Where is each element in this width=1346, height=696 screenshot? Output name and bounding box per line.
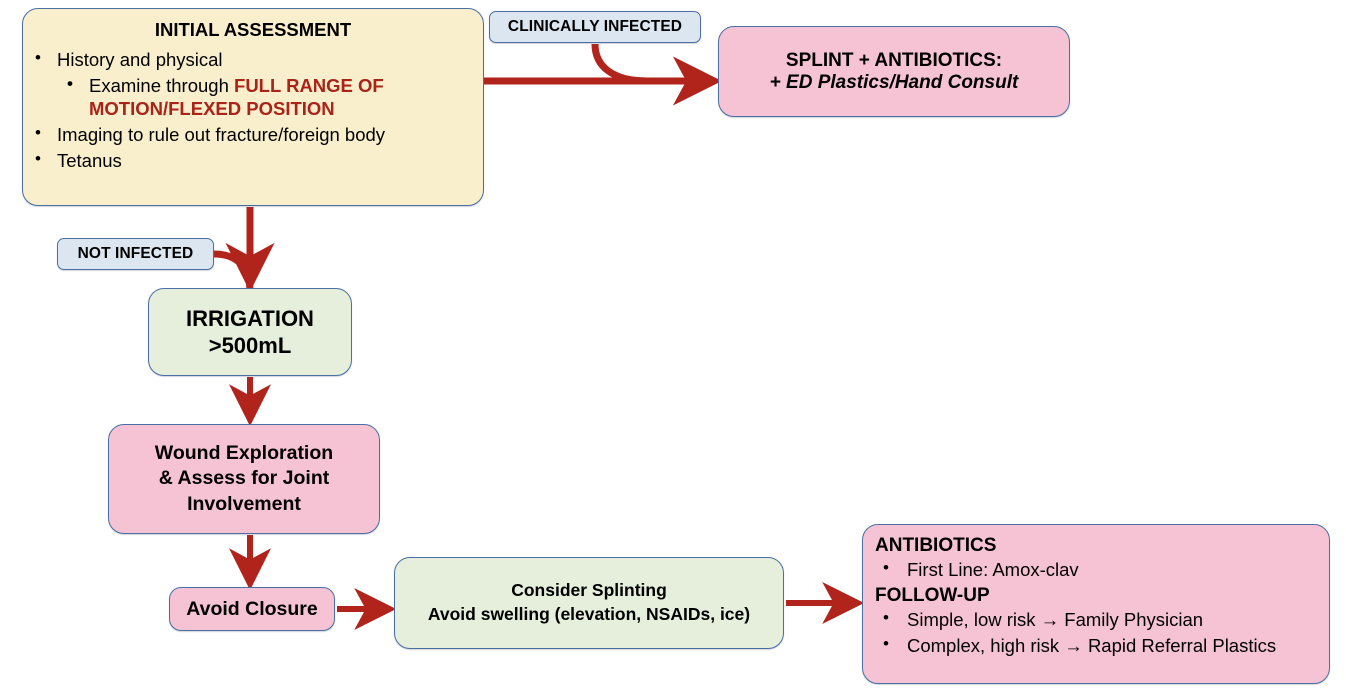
badge-clinically-infected: CLINICALLY INFECTED bbox=[489, 11, 701, 43]
badge-not-infected: NOT INFECTED bbox=[57, 238, 214, 270]
curve-not-infected bbox=[213, 250, 254, 293]
wound-line-1: Wound Exploration bbox=[154, 441, 334, 464]
wound-line-3: Involvement bbox=[187, 492, 301, 515]
antibiotics-section-title: ANTIBIOTICS bbox=[875, 535, 997, 556]
bullet-first-line-amox-clav: First Line: Amox-clav bbox=[863, 557, 1329, 582]
node-splint-antibiotics: SPLINT + ANTIBIOTICS: + ED Plastics/Hand… bbox=[718, 26, 1070, 117]
node-antibiotics-followup: ANTIBIOTICS First Line: Amox-clav FOLLOW… bbox=[862, 524, 1330, 684]
splint-line-1: SPLINT + ANTIBIOTICS: bbox=[785, 49, 1003, 71]
splint-line-2: + ED Plastics/Hand Consult bbox=[769, 71, 1019, 93]
node-irrigation: IRRIGATION >500mL bbox=[148, 288, 352, 376]
irrigation-line-2: >500mL bbox=[208, 333, 292, 358]
followup-section-title: FOLLOW-UP bbox=[875, 584, 990, 606]
splinting-line-1: Consider Splinting bbox=[511, 580, 667, 601]
bullet-history-physical: History and physical bbox=[23, 47, 483, 72]
initial-assessment-bullets: History and physical Examine through FUL… bbox=[23, 47, 483, 174]
node-consider-splinting: Consider Splinting Avoid swelling (eleva… bbox=[394, 557, 784, 649]
irrigation-line-1: IRRIGATION bbox=[186, 305, 314, 331]
examine-prefix-text: Examine through bbox=[89, 74, 235, 96]
bullet-tetanus: Tetanus bbox=[23, 148, 483, 173]
avoid-closure-label: Avoid Closure bbox=[186, 597, 318, 620]
bullet-simple-low-risk: Simple, low risk → Family Physician bbox=[863, 607, 1329, 632]
node-initial-assessment: INITIAL ASSESSMENT History and physical … bbox=[22, 8, 484, 206]
node-wound-exploration: Wound Exploration & Assess for Joint Inv… bbox=[108, 424, 380, 534]
bullet-imaging: Imaging to rule out fracture/foreign bod… bbox=[23, 122, 483, 147]
initial-assessment-title: INITIAL ASSESSMENT bbox=[154, 19, 352, 40]
antibiotics-bullets: First Line: Amox-clav bbox=[863, 557, 1329, 584]
bullet-examine-range-of-motion: Examine through FULL RANGE OF MOTION/FLE… bbox=[23, 73, 483, 121]
examine-emphasis-text: FULL RANGE OF MOTION/FLEXED POSITION bbox=[89, 74, 384, 120]
followup-bullets: Simple, low risk → Family Physician Comp… bbox=[863, 607, 1329, 660]
node-avoid-closure: Avoid Closure bbox=[169, 587, 335, 631]
wound-line-2: & Assess for Joint bbox=[158, 467, 330, 490]
bullet-complex-high-risk: Complex, high risk → Rapid Referral Plas… bbox=[863, 633, 1329, 658]
curve-clinically-infected bbox=[591, 43, 649, 85]
splinting-line-2: Avoid swelling (elevation, NSAIDs, ice) bbox=[427, 604, 751, 624]
